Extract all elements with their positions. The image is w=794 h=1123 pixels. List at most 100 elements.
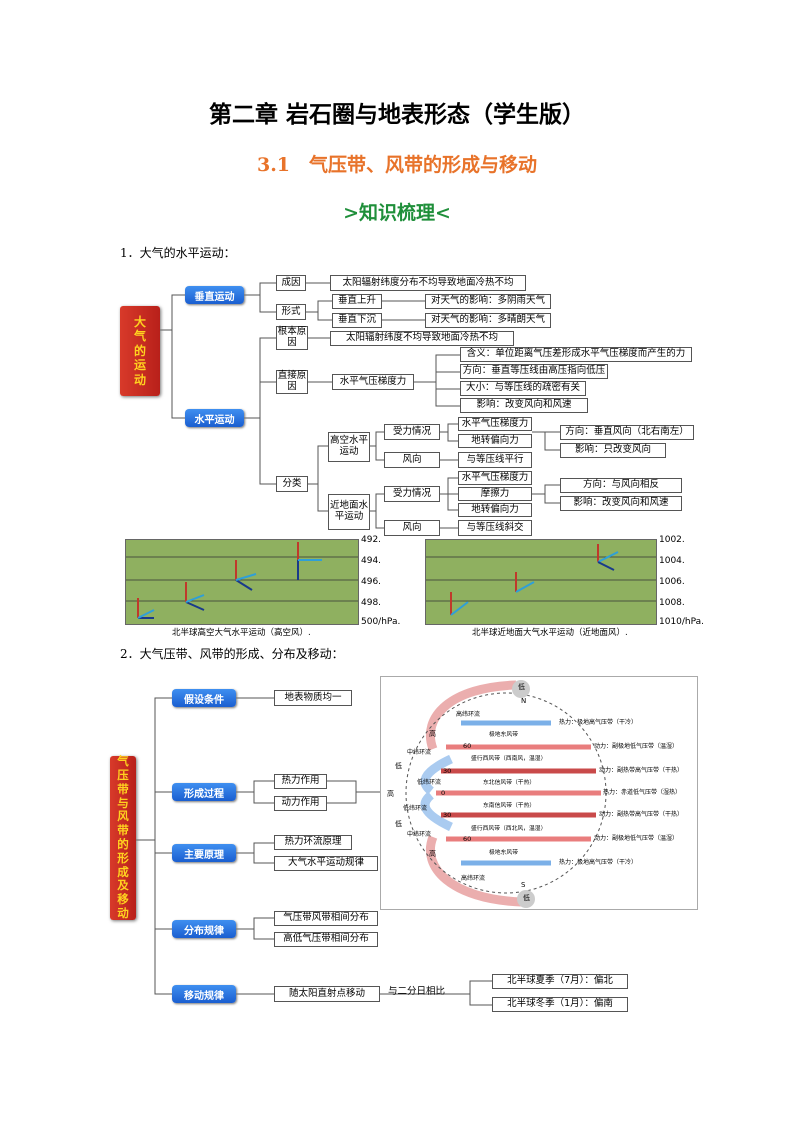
- horizontal-motion-law: 大气水平运动规律: [274, 856, 378, 871]
- north-pole: N: [521, 697, 527, 705]
- upper-isobar-5: 500/hPa.: [361, 617, 401, 627]
- lat-60s: 60: [463, 835, 472, 843]
- dynamic-effect: 动力作用: [274, 796, 327, 811]
- surface-motion-node: 近地面水平运动: [328, 494, 370, 530]
- surface-isobar-1: 1002.: [659, 535, 685, 545]
- friction-effect: 影响：改变风向和风速: [560, 496, 682, 511]
- equinox-compare: 与二分日相比: [388, 986, 446, 997]
- cell-polar-s: 高纬环流: [461, 875, 486, 882]
- surface-isobar-5: 1010/hPa.: [659, 617, 705, 627]
- upper-coriolis-effect: 影响：只改变风向: [560, 443, 666, 458]
- upper-motion-node: 高空水平运动: [328, 432, 370, 462]
- rise-node: 垂直上升: [332, 294, 382, 309]
- thermal-effect: 热力作用: [274, 774, 327, 789]
- section-subtitle: 3.1 气压带、风带的形成与移动: [256, 154, 538, 176]
- belt-polar-high-s: 热力：极地高气压带（干冷）: [559, 859, 638, 866]
- surface-force-coriolis: 地转偏向力: [458, 503, 532, 517]
- surface-force-pgf: 水平气压梯度力: [458, 471, 532, 485]
- side-high-2: 高: [387, 790, 394, 798]
- horizontal-motion-node: 水平运动: [185, 409, 244, 427]
- direct-cause-label: 直接原因: [276, 370, 308, 394]
- nh-winter-shift: 北半球冬季（1月）：偏南: [492, 997, 628, 1012]
- cell-hadley-n: 低纬环流: [417, 779, 442, 786]
- upper-figure-caption: 北半球高空大气水平运动（高空风）.: [172, 628, 311, 638]
- surface-figure-caption: 北半球近地面大气水平运动（近地面风）.: [472, 628, 628, 638]
- cell-polar-n: 高纬环流: [456, 711, 481, 718]
- upper-isobar-2: 494.: [361, 556, 382, 566]
- formation-node: 形成过程: [172, 783, 236, 801]
- wind-polar-easterly-n: 极地东风带: [489, 732, 518, 738]
- belt-subpolar-low-n: 动力：副极地低气压带（温湿）: [594, 743, 679, 750]
- south-pole: S: [521, 881, 526, 889]
- principle-node: 主要原理: [172, 844, 236, 862]
- nh-summer-shift: 北半球夏季（7月）：偏北: [492, 974, 628, 989]
- sink-node: 垂直下沉: [332, 313, 382, 328]
- wind-westerly-s: 盛行西风带（西北风，温湿）: [471, 826, 547, 832]
- sink-effect: 对天气的影响：多晴朗天气: [425, 313, 551, 328]
- surface-isobar-3: 1006.: [659, 577, 685, 587]
- pressure-belt-root-label: 气压带与风带的形成及移动: [117, 754, 129, 920]
- distribution-node: 分布规律: [172, 920, 236, 938]
- rise-effect: 对天气的影响：多阴雨天气: [425, 294, 551, 309]
- section2-heading: 2．大气压带、风带的形成、分布及移动：: [120, 647, 344, 661]
- surface-wind-text: 与等压线斜交: [458, 520, 532, 536]
- belt-polar-high-n: 热力：极地高气压带（干冷）: [559, 719, 638, 726]
- uniform-surface: 地表物质均一: [274, 690, 352, 706]
- side-high-3: 高: [429, 850, 436, 858]
- belt-subtropical-high-s: 动力：副热带高气压带（干热）: [599, 811, 684, 818]
- surface-force-label: 受力情况: [384, 486, 440, 502]
- lat-0: 0: [441, 789, 446, 797]
- vertical-motion-node: 垂直运动: [185, 286, 244, 304]
- pgf-node: 水平气压梯度力: [332, 374, 414, 390]
- pgf-meaning: 含义：单位距离气压差形成水平气压梯度而产生的力: [460, 347, 692, 362]
- wind-se-trade: 东南信风带（干热）: [483, 803, 536, 809]
- surface-wind-figure: [425, 539, 657, 625]
- upper-force-label: 受力情况: [384, 424, 440, 440]
- upper-wind-label: 风向: [384, 452, 440, 468]
- upper-wind-diagram: [126, 542, 358, 619]
- section1-heading: 1．大气的水平运动：: [120, 246, 236, 260]
- upper-isobar-1: 492.: [361, 535, 382, 545]
- motion-root-label: 大气的运动: [133, 315, 146, 387]
- upper-isobar-3: 496.: [361, 577, 382, 587]
- movement-node: 移动规律: [172, 985, 236, 1003]
- belt-subtropical-high-n: 动力：副热带高气压带（干热）: [599, 767, 684, 774]
- belt-alternation: 气压带风带相间分布: [274, 911, 378, 926]
- lat-30n: 30: [443, 767, 452, 775]
- upper-force-coriolis: 地转偏向力: [458, 434, 532, 448]
- lat-30s: 30: [443, 811, 452, 819]
- classification-label: 分类: [276, 476, 308, 492]
- cause-label: 成因: [276, 275, 306, 291]
- surface-isobar-2: 1004.: [659, 556, 685, 566]
- wind-ne-trade: 东北信风带（干热）: [483, 780, 536, 786]
- assumption-node: 假设条件: [172, 689, 236, 707]
- upper-wind-figure: [125, 539, 359, 625]
- belt-subpolar-low-s: 动力：副极地低气压带（温湿）: [594, 835, 679, 842]
- motion-root: 大气的运动: [120, 306, 160, 396]
- upper-isobar-4: 498.: [361, 598, 382, 608]
- side-high-1: 高: [429, 730, 436, 738]
- belt-equatorial-low: 热力：赤道低气压带（湿热）: [603, 789, 682, 796]
- global-circulation-figure: 低 低 N S 60 30 0 30 60 高纬环流 中纬环流 低纬环流 低纬环…: [380, 676, 698, 910]
- surface-wind-diagram: [426, 544, 656, 616]
- form-label: 形式: [276, 304, 306, 320]
- cell-ferrel-n: 中纬环流: [407, 749, 432, 756]
- root-cause-label: 根本原因: [276, 326, 308, 350]
- follow-direct-point: 随太阳直射点移动: [274, 986, 380, 1002]
- high-low-alternation: 高低气压带相间分布: [274, 932, 378, 947]
- south-low: 低: [523, 894, 530, 902]
- global-circulation-diagram: [405, 680, 607, 908]
- upper-coriolis-direction: 方向：垂直风向（北右南左）: [560, 425, 694, 440]
- pgf-direction: 方向：垂直等压线由高压指向低压: [460, 364, 608, 379]
- surface-force-friction: 摩擦力: [458, 487, 532, 501]
- pgf-magnitude: 大小：与等压线的疏密有关: [460, 381, 586, 396]
- root-cause-text: 太阳辐射纬度不均导致地面冷热不均: [330, 331, 514, 346]
- upper-wind-text: 与等压线平行: [458, 452, 532, 468]
- friction-direction: 方向：与风向相反: [560, 478, 682, 493]
- surface-isobar-4: 1008.: [659, 598, 685, 608]
- thermal-circulation-principle: 热力环流原理: [274, 835, 352, 850]
- side-low-2: 低: [395, 820, 402, 828]
- north-low: 低: [518, 683, 525, 691]
